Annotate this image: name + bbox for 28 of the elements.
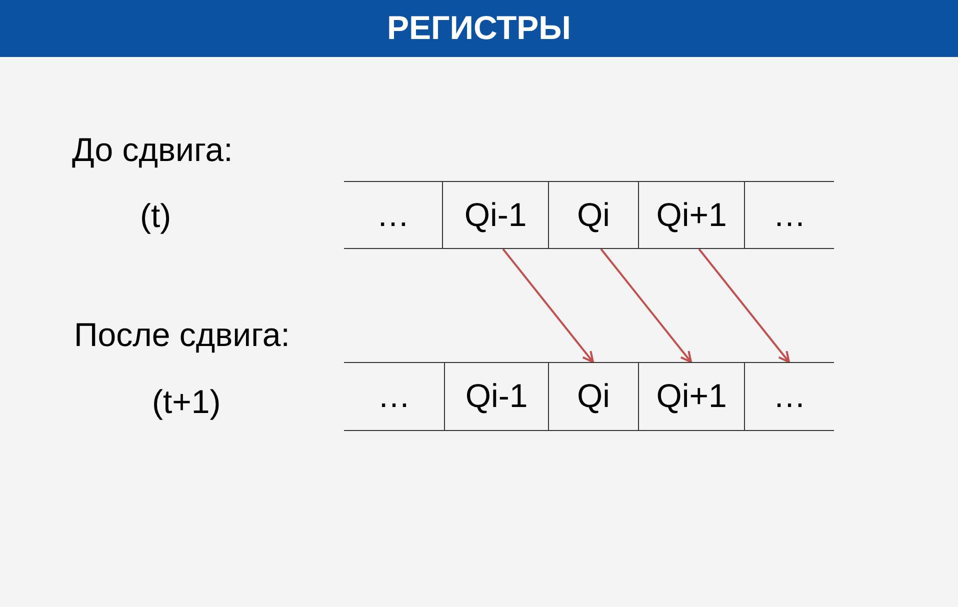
time-label: (t+1) [152,383,221,421]
state-label: До сдвига: [72,131,233,169]
register-cell [444,362,548,431]
arrow [698,248,790,363]
register-value: … [773,378,806,415]
register-value: Qi+1 [656,196,727,234]
arrow [600,248,692,363]
register-value: Qi [577,378,610,415]
register-cell [442,181,548,249]
state-label: После сдвига: [74,316,290,354]
register-cell [344,181,442,249]
time-label: (t) [140,197,172,235]
slide-title: РЕГИСТРЫ [387,10,571,47]
register-cell [548,362,638,431]
register-cell [344,362,444,431]
register-cell [638,362,744,431]
register-cell [548,181,638,249]
arrow [502,248,594,363]
register-value: … [773,196,806,234]
register-cell [744,362,834,431]
register-value: Qi [577,196,610,234]
register-value: … [376,196,410,234]
register-cell [744,181,834,249]
register-value: Qi+1 [656,378,727,415]
register-value: … [378,378,410,415]
register-value: Qi-1 [464,196,527,234]
register-cell [638,181,744,249]
register-value: Qi-1 [465,378,528,415]
